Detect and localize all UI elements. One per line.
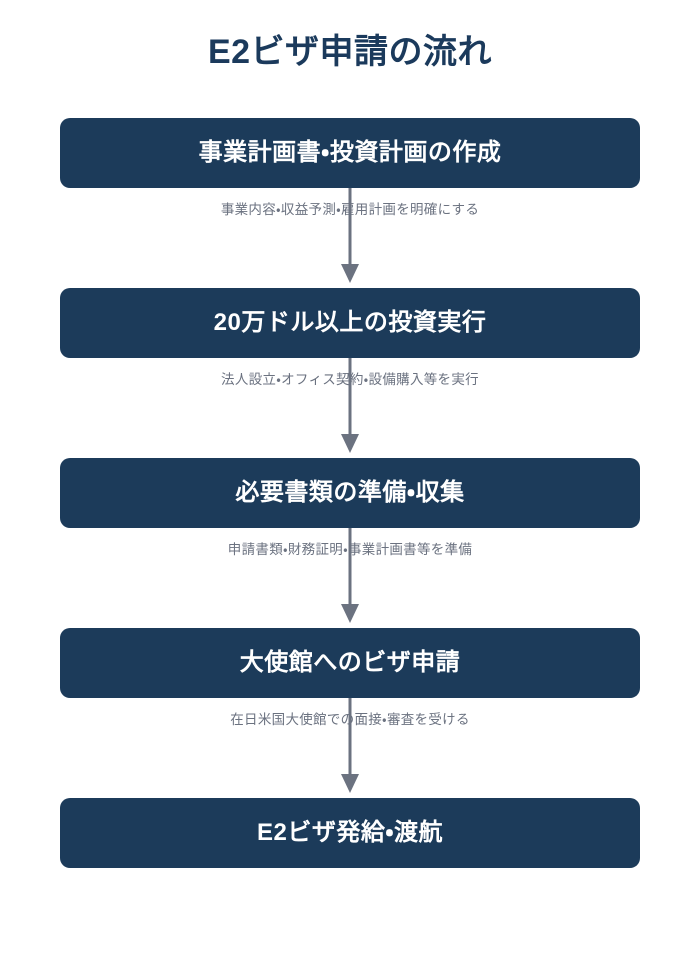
step-node-1: 事業計画書・投資計画の作成 [0,118,700,283]
page-title: E2ビザ申請の流れ [207,33,493,71]
step-label-3: 必要書類の準備・収集 [235,479,465,506]
flow-step-5: E2ビザ発給・渡航 [0,798,700,868]
step-label-4: 大使館へのビザ申請 [239,649,461,676]
step-node-4: 大使館へのビザ申請 [0,628,700,793]
step-gap-4 [0,742,700,798]
step-caption-3: 申請書類・財務証明・事業計画書等を準備 [227,542,473,558]
step-label-2: 20万ドル以上の投資実行 [213,309,487,336]
step-gap-2 [0,402,700,458]
step-node-3: 必要書類の準備・収集 [0,458,700,623]
step-node-5: E2ビザ発給・渡航 [0,798,700,868]
flow-step-4: 大使館へのビザ申請 在日米国大使館での面接・審査を受ける [0,628,700,798]
flow-step-1: 事業計画書・投資計画の作成 事業内容・収益予測・雇用計画を明確にする [0,118,700,288]
step-caption-row-4: 在日米国大使館での面接・審査を受ける [0,698,700,742]
step-node-2: 20万ドル以上の投資実行 [0,288,700,453]
step-gap-1 [0,232,700,288]
step-label-5: E2ビザ発給・渡航 [256,819,443,846]
step-box-5[interactable]: E2ビザ発給・渡航 [60,798,640,868]
step-caption-row-3: 申請書類・財務証明・事業計画書等を準備 [0,528,700,572]
step-gap-3 [0,572,700,628]
flow-step-3: 必要書類の準備・収集 申請書類・財務証明・事業計画書等を準備 [0,458,700,628]
step-caption-row-1: 事業内容・収益予測・雇用計画を明確にする [0,188,700,232]
step-box-3[interactable]: 必要書類の準備・収集 [60,458,640,528]
step-caption-row-2: 法人設立・オフィス契約・設備購入等を実行 [0,358,700,402]
step-box-1[interactable]: 事業計画書・投資計画の作成 [60,118,640,188]
flow-step-2: 20万ドル以上の投資実行 法人設立・オフィス契約・設備購入等を実行 [0,288,700,458]
step-box-4[interactable]: 大使館へのビザ申請 [60,628,640,698]
step-box-2[interactable]: 20万ドル以上の投資実行 [60,288,640,358]
step-label-1: 事業計画書・投資計画の作成 [198,139,502,166]
flow-steps-list: 事業計画書・投資計画の作成 事業内容・収益予測・雇用計画を明確にする 20万ドル… [0,118,700,868]
step-caption-2: 法人設立・オフィス契約・設備購入等を実行 [221,372,479,388]
step-caption-4: 在日米国大使館での面接・審査を受ける [230,712,470,728]
step-caption-1: 事業内容・収益予測・雇用計画を明確にする [220,202,480,218]
